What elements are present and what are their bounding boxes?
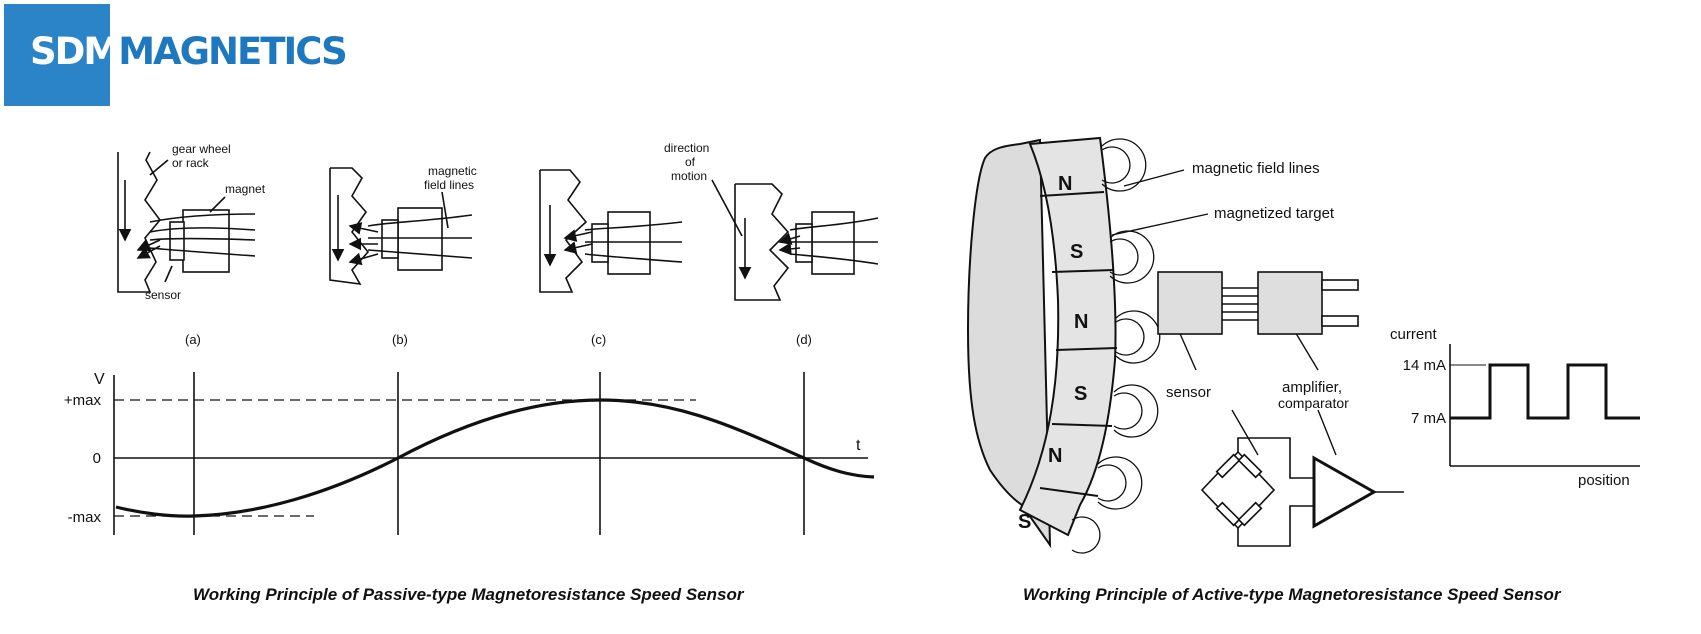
label-sensor-passive: sensor bbox=[145, 288, 181, 302]
logo-sdm: SDM bbox=[30, 30, 120, 73]
label-of: of bbox=[685, 155, 696, 169]
logo: SDMMAGNETICS bbox=[30, 30, 348, 73]
tick-plus-max: +max bbox=[64, 392, 102, 409]
panel-label-b: (b) bbox=[392, 332, 408, 347]
pole-s-3: S bbox=[1018, 511, 1031, 533]
logo-magnetics: MAGNETICS bbox=[118, 30, 348, 73]
label-sensor-active: sensor bbox=[1166, 384, 1211, 401]
amplifier-block bbox=[1257, 271, 1323, 335]
pole-divider-3 bbox=[1055, 347, 1118, 351]
label-magnetic-field-lines: magnetic field lines bbox=[1192, 160, 1320, 177]
voltage-waveform bbox=[115, 398, 875, 518]
label-field-lines: field lines bbox=[424, 178, 474, 192]
pole-s-2: S bbox=[1074, 383, 1087, 405]
panel-d-diagram bbox=[711, 179, 879, 301]
active-leaders bbox=[1111, 169, 1337, 456]
label-motion: motion bbox=[671, 169, 707, 183]
panel-a-diagram bbox=[117, 151, 256, 293]
pole-n-2: N bbox=[1074, 311, 1088, 333]
sensor-block bbox=[1157, 271, 1223, 335]
label-position: position bbox=[1578, 472, 1630, 489]
magnetized-target bbox=[966, 136, 1118, 549]
label-gear-wheel: gear wheel bbox=[172, 142, 231, 156]
pin-bottom bbox=[1321, 315, 1359, 327]
tick-minus-max: -max bbox=[68, 509, 102, 526]
pole-divider-5 bbox=[1039, 487, 1099, 497]
label-magnetized-target: magnetized target bbox=[1214, 205, 1335, 222]
pole-divider-2 bbox=[1051, 269, 1115, 273]
tick-7ma: 7 mA bbox=[1411, 410, 1446, 427]
label-magnetic: magnetic bbox=[428, 164, 477, 178]
graph-label-t: t bbox=[856, 437, 861, 454]
tick-14ma: 14 mA bbox=[1403, 357, 1446, 374]
passive-graph bbox=[113, 372, 875, 535]
field-loops bbox=[1071, 138, 1161, 554]
label-comparator: comparator bbox=[1278, 395, 1349, 411]
sensor-module bbox=[1157, 271, 1359, 335]
panel-label-d: (d) bbox=[796, 332, 812, 347]
logo-box bbox=[4, 4, 110, 106]
active-graph bbox=[1449, 344, 1640, 467]
panel-b-diagram bbox=[329, 167, 473, 286]
pin-top bbox=[1321, 279, 1359, 291]
target-wheel bbox=[966, 138, 1052, 549]
tick-zero: 0 bbox=[93, 450, 101, 467]
pole-n-3: N bbox=[1048, 445, 1062, 467]
comparator-triangle bbox=[1312, 455, 1378, 529]
panel-c-diagram bbox=[539, 169, 683, 293]
pole-divider-1 bbox=[1039, 191, 1105, 197]
label-magnet: magnet bbox=[225, 182, 266, 196]
current-square-wave bbox=[1450, 363, 1640, 420]
label-amplifier: amplifier, bbox=[1282, 379, 1342, 396]
label-direction: direction bbox=[664, 141, 709, 155]
bridge-circuit bbox=[1200, 437, 1404, 547]
target-band bbox=[1018, 136, 1117, 537]
graph-label-v: V bbox=[94, 371, 105, 388]
caption-active: Working Principle of Active-type Magneto… bbox=[1023, 585, 1561, 604]
caption-passive: Working Principle of Passive-type Magnet… bbox=[193, 585, 744, 604]
panel-label-a: (a) bbox=[185, 332, 201, 347]
panel-label-c: (c) bbox=[591, 332, 606, 347]
label-or-rack: or rack bbox=[172, 156, 210, 170]
label-current: current bbox=[1390, 326, 1438, 343]
pole-n-1: N bbox=[1058, 173, 1072, 195]
pole-divider-4 bbox=[1051, 423, 1113, 427]
pole-s-1: S bbox=[1070, 241, 1083, 263]
